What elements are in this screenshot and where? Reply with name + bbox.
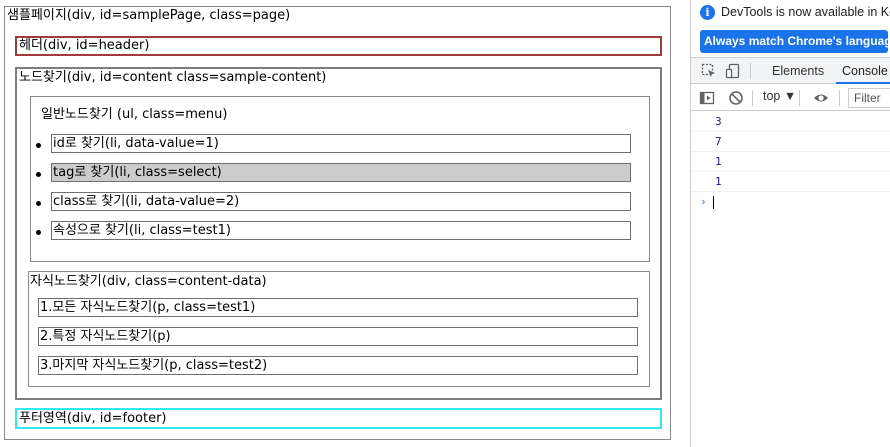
device-toolbar-icon[interactable] bbox=[725, 63, 741, 79]
inspect-element-icon[interactable] bbox=[701, 63, 717, 79]
footer-label: 푸터영역(div, id=footer) bbox=[19, 411, 167, 426]
content-data-label: 자식노드찾기(div, class=content-data) bbox=[30, 274, 267, 289]
filter-input[interactable]: Filter bbox=[848, 88, 890, 108]
header-box: 헤더(div, id=header) bbox=[15, 36, 662, 56]
console-log-line: 3 bbox=[691, 112, 890, 132]
menu-item-attribute[interactable]: 속성으로 찾기(li, class=test1) bbox=[51, 221, 631, 240]
toolbar-divider bbox=[799, 90, 800, 106]
toolbar-divider bbox=[752, 90, 753, 106]
toolbar-divider bbox=[839, 90, 840, 106]
sample-page-label: 샘플페이지(div, id=samplePage, class=page) bbox=[7, 8, 291, 23]
language-notice: i DevTools is now available in Kore Alwa… bbox=[691, 0, 890, 55]
menu-item-id[interactable]: id로 찾기(li, data-value=1) bbox=[51, 134, 631, 153]
notice-text: DevTools is now available in Kore bbox=[721, 5, 890, 19]
console-log-line: 7 bbox=[691, 132, 890, 152]
child-item-last: 3.마지막 자식노드찾기(p, class=test2) bbox=[38, 356, 638, 375]
child-item-all: 1.모든 자식노드찾기(p, class=test1) bbox=[38, 298, 638, 317]
clear-console-icon[interactable] bbox=[728, 90, 744, 106]
match-language-button[interactable]: Always match Chrome's language bbox=[700, 30, 888, 53]
live-expression-eye-icon[interactable] bbox=[813, 90, 829, 106]
tab-console[interactable]: Console bbox=[836, 58, 890, 84]
text-caret bbox=[712, 195, 714, 209]
footer-box: 푸터영역(div, id=footer) bbox=[15, 408, 662, 429]
console-prompt[interactable]: › bbox=[691, 192, 890, 212]
child-item-specific: 2.특정 자식노드찾기(p) bbox=[38, 327, 638, 346]
sidebar-toggle-icon[interactable] bbox=[699, 90, 715, 106]
menu-label: 일반노드찾기 (ul, class=menu) bbox=[41, 107, 228, 122]
prompt-chevron-icon: › bbox=[700, 195, 707, 208]
bullet-icon bbox=[36, 201, 41, 206]
toolbar-divider bbox=[750, 63, 751, 79]
header-label: 헤더(div, id=header) bbox=[19, 38, 150, 53]
content-data-box: 자식노드찾기(div, class=content-data) 1.모든 자식노… bbox=[28, 271, 650, 387]
context-select[interactable]: top ▼ bbox=[763, 89, 797, 103]
console-output: 3 7 1 1 › bbox=[691, 112, 890, 212]
content-label: 노드찾기(div, id=content class=sample-conten… bbox=[19, 70, 327, 85]
content-box: 노드찾기(div, id=content class=sample-conten… bbox=[15, 67, 662, 400]
sample-page: 샘플페이지(div, id=samplePage, class=page) 헤더… bbox=[4, 6, 671, 440]
devtools-panel: i DevTools is now available in Kore Alwa… bbox=[690, 0, 890, 447]
menu-item-tag-selected[interactable]: tag로 찾기(li, class=select) bbox=[51, 163, 631, 182]
info-icon: i bbox=[700, 5, 715, 20]
tab-elements[interactable]: Elements bbox=[772, 64, 825, 78]
devtools-tabbar: Elements Console bbox=[691, 57, 890, 84]
menu-item-class[interactable]: class로 찾기(li, data-value=2) bbox=[51, 192, 631, 211]
console-log-line: 1 bbox=[691, 152, 890, 172]
console-toolbar: top ▼ Filter bbox=[691, 85, 890, 111]
console-log-line: 1 bbox=[691, 172, 890, 192]
menu-list: 일반노드찾기 (ul, class=menu) id로 찾기(li, data-… bbox=[30, 96, 650, 262]
bullet-icon bbox=[36, 143, 41, 148]
bullet-icon bbox=[36, 230, 41, 235]
bullet-icon bbox=[36, 172, 41, 177]
